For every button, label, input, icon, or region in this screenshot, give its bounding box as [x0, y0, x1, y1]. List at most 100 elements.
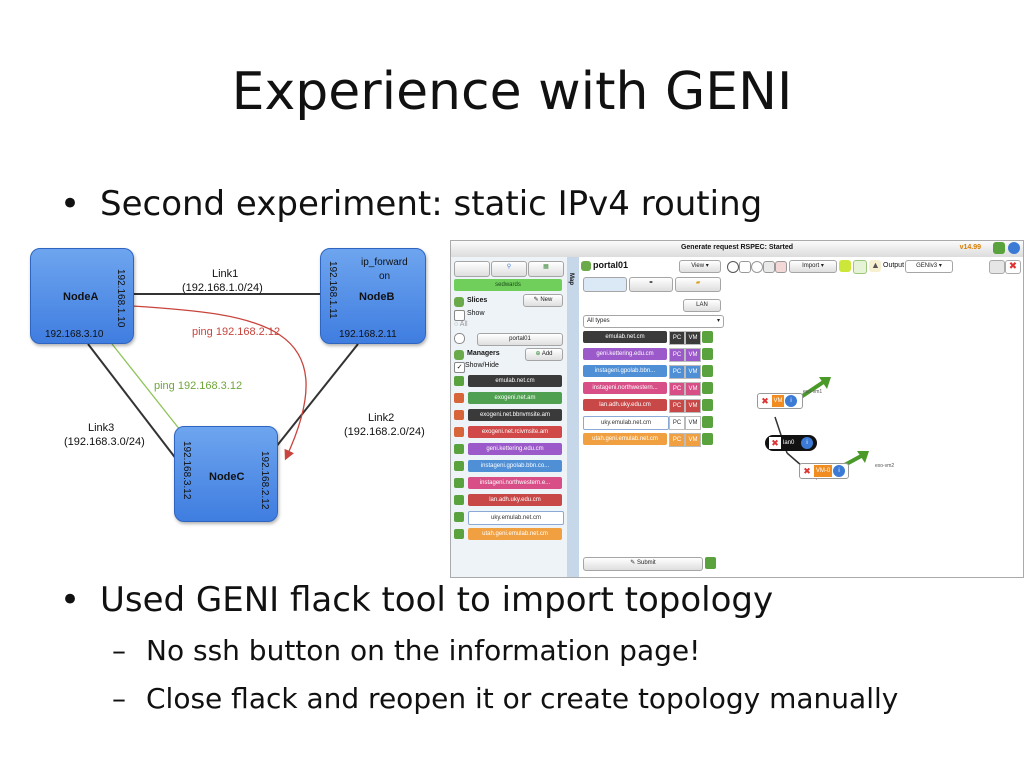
manager-item[interactable]: instageni.gpolab.bbn.co... — [468, 460, 562, 472]
type-filter-select[interactable]: All types▾ — [583, 315, 724, 328]
vm-tag[interactable]: VM — [685, 433, 701, 447]
delete-node-icon[interactable]: ✖ — [759, 395, 771, 407]
download-icon[interactable] — [702, 365, 713, 377]
manager-checkbox[interactable] — [454, 376, 464, 386]
vm-tag[interactable]: VM — [685, 331, 701, 345]
manager-checkbox[interactable] — [454, 478, 464, 488]
manager-item[interactable]: emulab.net.cm — [468, 375, 562, 387]
warning-icon[interactable]: ▲ — [869, 260, 881, 272]
resource-item[interactable]: emulab.net.cm — [583, 331, 667, 343]
view-dropdown[interactable]: View ▾ — [679, 260, 721, 273]
close-icon[interactable]: ✖ — [1005, 260, 1021, 274]
bullet-glyph-2: • — [60, 580, 81, 620]
download-icon[interactable] — [702, 416, 713, 428]
import-dropdown[interactable]: Import ▾ — [789, 260, 837, 273]
lan-button[interactable]: LAN — [683, 299, 721, 312]
download-icon[interactable] — [702, 433, 713, 445]
download-icon[interactable] — [702, 399, 713, 411]
link2-subnet: (192.168.2.0/24) — [344, 426, 425, 438]
info-icon[interactable]: i — [785, 395, 797, 407]
add-icon[interactable] — [727, 261, 739, 273]
delete-node2-icon[interactable]: ✖ — [801, 465, 813, 477]
pc-tag[interactable]: PC — [669, 382, 685, 396]
pc-tag[interactable]: PC — [669, 416, 685, 430]
vm1-label: VM — [772, 395, 784, 407]
download-icon[interactable] — [702, 382, 713, 394]
all-label: All — [459, 321, 468, 328]
canvas-tab-button[interactable] — [583, 277, 627, 292]
grid-icon[interactable] — [993, 242, 1005, 254]
cut-icon[interactable] — [739, 261, 751, 273]
manager-item[interactable]: utah.geni.emulab.net.cm — [468, 528, 562, 540]
circle-icon[interactable] — [751, 261, 763, 273]
resource-item[interactable]: uky.emulab.net.cm — [583, 416, 669, 430]
show-checkbox[interactable] — [454, 310, 465, 321]
pc-tag[interactable]: PC — [669, 365, 685, 379]
node-b[interactable]: NodeB ip_forward on 192.168.2.11 192.168… — [320, 248, 426, 344]
help-icon[interactable] — [1008, 242, 1020, 254]
save-icon[interactable] — [839, 260, 851, 272]
folder-tab-button[interactable]: ▰ — [675, 277, 721, 292]
delete-lan-icon[interactable]: ✖ — [769, 437, 781, 449]
manager-checkbox[interactable] — [454, 393, 464, 403]
canvas-node-lan[interactable]: ✖ lan0 i — [765, 435, 817, 451]
pc-tag[interactable]: PC — [669, 348, 685, 362]
no-icon[interactable] — [775, 261, 787, 273]
manager-item[interactable]: instageni.northwestern.e... — [468, 477, 562, 489]
manager-checkbox[interactable] — [454, 427, 464, 437]
slices-label: Slices — [467, 297, 488, 304]
bullet-2: • Used GENI flack tool to import topolog… — [60, 580, 820, 624]
manager-checkbox[interactable] — [454, 529, 464, 539]
node-a[interactable]: NodeA 192.168.3.10 192.168.1.10 — [30, 248, 134, 344]
output-format-select[interactable]: GENIv3 ▾ — [905, 260, 953, 273]
new-slice-button[interactable]: ✎ New — [523, 294, 563, 307]
lan-info-icon[interactable]: i — [801, 437, 813, 449]
resource-item[interactable]: utah.geni.emulab.net.cm — [583, 433, 667, 445]
manager-item[interactable]: exogeni.net.am — [468, 392, 562, 404]
vm-tag[interactable]: VM — [685, 399, 701, 413]
lan-name: lan0 — [783, 440, 795, 446]
submit-button[interactable]: ✎ Submit — [583, 557, 703, 571]
showhide-checkbox[interactable]: ✓ — [454, 362, 465, 373]
node-c[interactable]: NodeC 192.168.3.12 192.168.2.12 — [174, 426, 278, 522]
download-icon[interactable] — [702, 331, 713, 343]
manager-checkbox[interactable] — [454, 410, 464, 420]
node-b-ip-side: 192.168.1.11 — [327, 261, 338, 319]
vm-tag[interactable]: VM — [685, 416, 701, 430]
manager-item[interactable]: lan.adh.uky.edu.cm — [468, 494, 562, 506]
user-bar[interactable]: sedwards — [454, 279, 562, 291]
canvas-node-vm2[interactable]: ✖ VM-0 i — [799, 463, 849, 479]
manager-item[interactable]: exogeni.net.bbnvmsite.am — [468, 409, 562, 421]
vm-tag[interactable]: VM — [685, 382, 701, 396]
resource-item[interactable]: instageni.gpolab.bbn... — [583, 365, 667, 377]
manager-item[interactable]: geni.kettering.edu.cm — [468, 443, 562, 455]
ping-red-arrow — [131, 305, 307, 461]
refresh-icon[interactable] — [853, 260, 867, 274]
pc-tag[interactable]: PC — [669, 331, 685, 345]
resource-item[interactable]: geni.kettering.edu.cm — [583, 348, 667, 360]
add-manager-button[interactable]: ⊕ Add — [525, 348, 563, 361]
manager-item[interactable]: exogeni.net.rcivmsite.am — [468, 426, 562, 438]
resource-item[interactable]: instageni.northwestern... — [583, 382, 667, 394]
manager-item[interactable]: uky.emulab.net.cm — [468, 511, 564, 525]
manager-checkbox[interactable] — [454, 495, 464, 505]
manager-checkbox[interactable] — [454, 444, 464, 454]
page-icon[interactable] — [763, 261, 775, 273]
home-tab-button[interactable] — [454, 261, 490, 277]
search-tab-button[interactable]: ⚲ — [491, 261, 527, 277]
slice-radio[interactable] — [454, 333, 465, 344]
grid-tab-button[interactable]: ▦ — [528, 261, 564, 277]
pc-tag[interactable]: PC — [669, 399, 685, 413]
slice-portal01-button[interactable]: portal01 — [477, 333, 563, 346]
info2-icon[interactable]: i — [833, 465, 845, 477]
manager-checkbox[interactable] — [454, 512, 464, 522]
pc-tag[interactable]: PC — [669, 433, 685, 447]
manager-checkbox[interactable] — [454, 461, 464, 471]
vm-tag[interactable]: VM — [685, 348, 701, 362]
vm-tag[interactable]: VM — [685, 365, 701, 379]
download-icon[interactable] — [702, 348, 713, 360]
resource-item[interactable]: lan.adh.uky.edu.cm — [583, 399, 667, 411]
link-tab-button[interactable]: ⚭ — [629, 277, 673, 292]
canvas-node-vm1[interactable]: ✖ VM i — [757, 393, 803, 409]
list-icon[interactable] — [989, 260, 1005, 274]
